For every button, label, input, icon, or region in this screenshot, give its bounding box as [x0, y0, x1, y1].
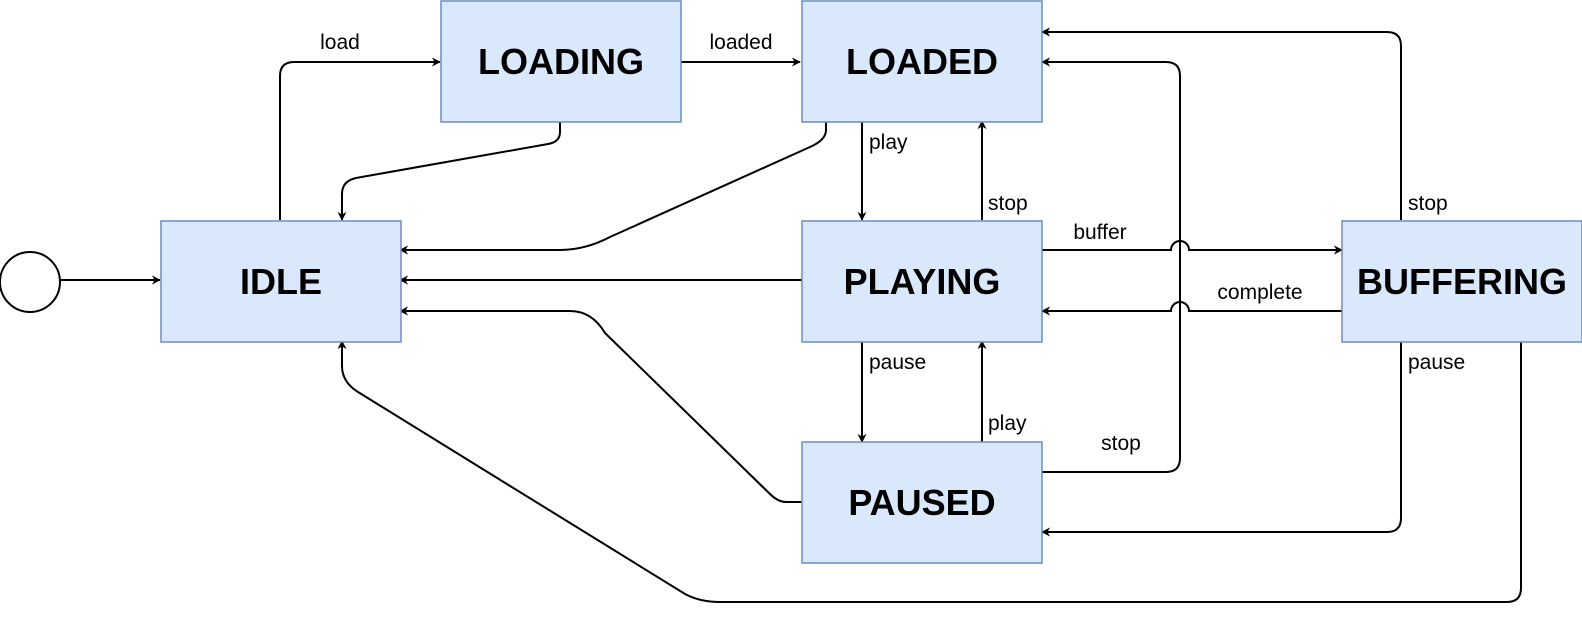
edge-loaded-to-idle — [399, 121, 827, 255]
state-loaded: LOADED — [801, 0, 1043, 123]
initial-state — [0, 251, 61, 313]
edge-label-buffering-stop: stop — [1408, 192, 1448, 215]
edge-label-loaded-play: play — [869, 131, 908, 154]
edge-label-playing-pause: pause — [869, 351, 926, 374]
state-label-paused: PAUSED — [848, 482, 995, 523]
edge-paused-to-loaded — [1041, 57, 1181, 473]
edge-buffering-to-paused — [1041, 341, 1402, 537]
edge-paused-to-idle — [399, 306, 802, 503]
edge-label-buffer: buffer — [1073, 221, 1126, 244]
state-idle: IDLE — [160, 220, 402, 343]
edge-label-paused-stop: stop — [1101, 432, 1141, 455]
edge-label-complete: complete — [1217, 281, 1302, 304]
edge-idle-to-loading — [279, 57, 441, 220]
state-label-loading: LOADING — [478, 41, 644, 82]
edge-label-playing-stop: stop — [988, 192, 1028, 215]
state-paused: PAUSED — [801, 441, 1043, 564]
state-label-playing: PLAYING — [844, 261, 1001, 302]
edge-labels: load loaded play stop buffer complete pa… — [320, 31, 1465, 455]
edge-loading-to-idle — [337, 121, 561, 221]
edge-label-buffering-pause: pause — [1408, 351, 1465, 374]
edge-label-load: load — [320, 31, 360, 54]
edge-label-paused-play: play — [988, 412, 1027, 435]
edge-buffering-to-idle — [337, 340, 1522, 603]
state-playing: PLAYING — [801, 220, 1043, 343]
edge-buffering-to-loaded — [1041, 27, 1402, 220]
state-buffering: BUFFERING — [1341, 220, 1582, 343]
state-loading: LOADING — [440, 0, 682, 123]
state-label-loaded: LOADED — [846, 41, 998, 82]
state-label-buffering: BUFFERING — [1357, 261, 1567, 302]
edge-label-loaded: loaded — [709, 31, 772, 54]
edges — [61, 27, 1522, 603]
state-label-idle: IDLE — [240, 261, 322, 302]
